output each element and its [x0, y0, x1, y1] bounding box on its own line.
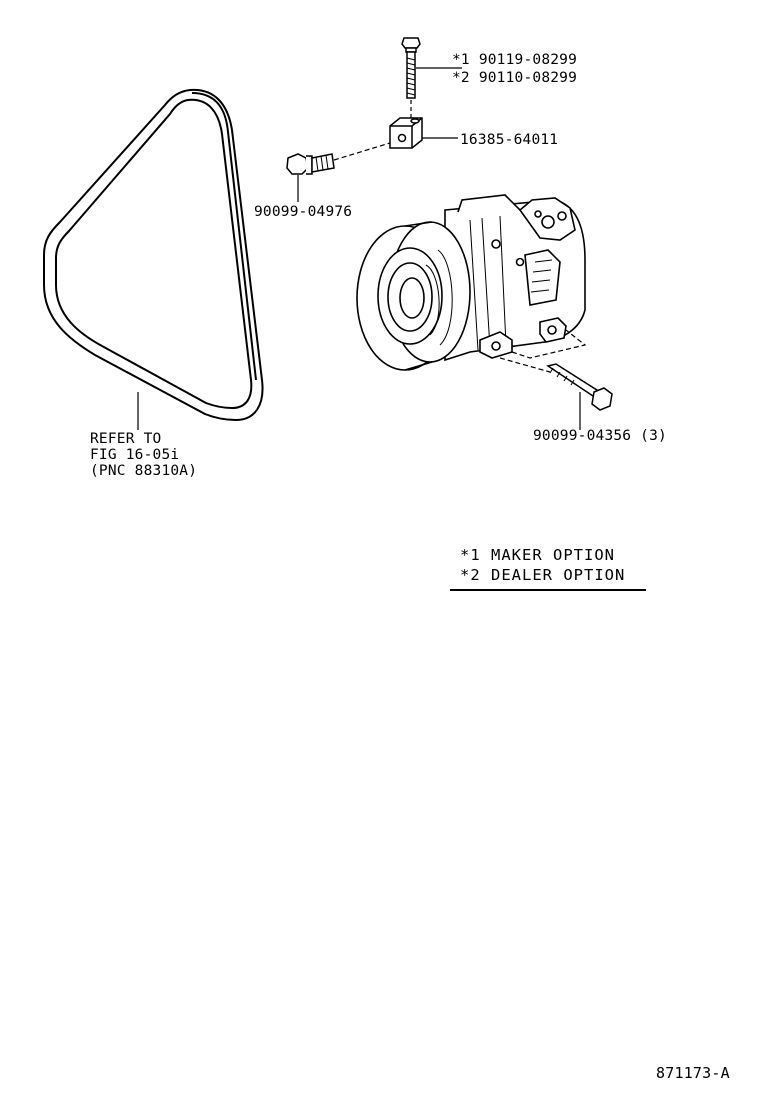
label-dealer-prefix: *2	[452, 70, 470, 86]
bolt-side	[286, 153, 335, 175]
block-spacer	[389, 117, 423, 149]
figure-id: 871173-A	[656, 1064, 730, 1082]
bolt-lower	[546, 363, 613, 411]
bolt-top	[401, 37, 421, 99]
label-bolt-side: 90099-04976	[254, 204, 353, 220]
drive-belt	[43, 88, 264, 421]
legend-line2: *2 DEALER OPTION	[460, 566, 626, 584]
label-bolt-lower: 90099-04356 (3)	[533, 428, 667, 444]
mounting-dashes	[499, 329, 587, 373]
belt-note-line1: REFER TO	[90, 431, 162, 447]
label-dealer-pn: 90110-08299	[478, 70, 578, 86]
label-block: 16385-64011	[460, 132, 559, 148]
label-maker-pn: 90119-08299	[478, 52, 578, 68]
label-bolt-maker: *1 90119-08299	[452, 52, 577, 68]
label-lower-qty: (3)	[640, 428, 667, 444]
label-lower-pn: 90099-04356	[533, 428, 632, 444]
ac-compressor	[356, 194, 586, 371]
legend-line1: *1 MAKER OPTION	[460, 546, 615, 564]
label-bolt-dealer: *2 90110-08299	[452, 70, 577, 86]
belt-note-line2: FIG 16-05i	[90, 447, 180, 463]
label-maker-prefix: *1	[452, 52, 470, 68]
belt-note-line3: (PNC 88310A)	[90, 463, 198, 479]
